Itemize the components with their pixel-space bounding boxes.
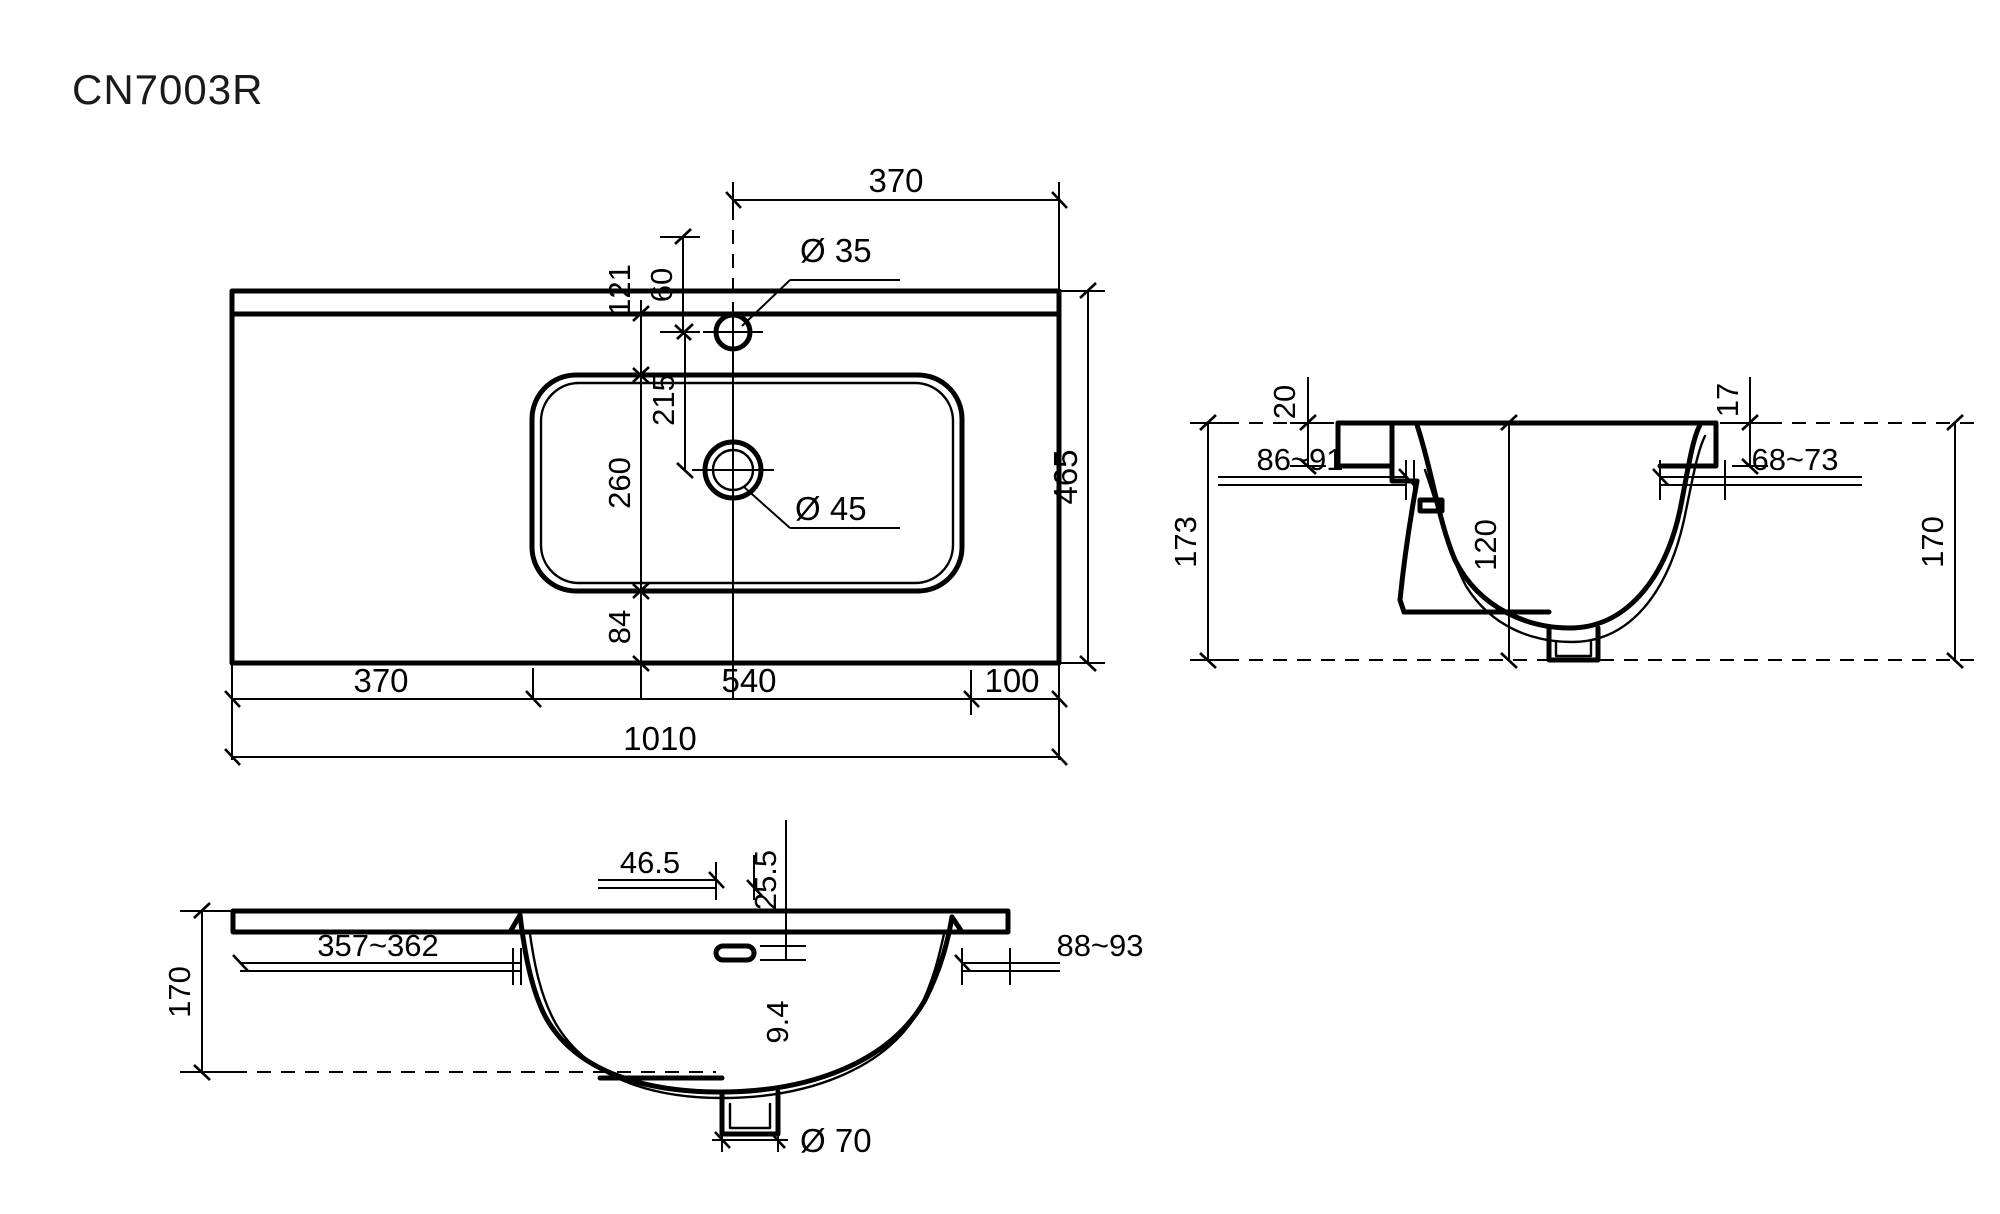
- dim-top-1010: 1010: [623, 720, 696, 757]
- front-section-dimension-lines: 170 357~362 46.5 25.5 9.4: [162, 820, 1144, 1159]
- side-section-geometry: [1335, 420, 1719, 663]
- page-title: CN7003R: [72, 66, 264, 113]
- dim-side-170: 170: [1915, 516, 1950, 568]
- dim-top-370: 370: [868, 162, 923, 199]
- dim-front-357-362: 357~362: [317, 928, 439, 963]
- dim-top-dia-35: Ø 35: [800, 232, 872, 269]
- dim-top-215: 215: [646, 374, 681, 426]
- dim-top-121: 121: [602, 264, 637, 316]
- dim-top-465: 465: [1047, 449, 1084, 504]
- dim-front-25-5: 25.5: [748, 850, 783, 910]
- side-section-dimension-lines: 20 173 86~91 120: [1168, 377, 1980, 669]
- dim-front-46-5: 46.5: [620, 845, 680, 880]
- dim-side-173: 173: [1168, 516, 1203, 568]
- dim-top-seg-540: 540: [721, 662, 776, 699]
- dim-side-17: 17: [1710, 383, 1745, 417]
- dim-top-84: 84: [602, 610, 637, 644]
- dim-side-86-91: 86~91: [1256, 442, 1343, 477]
- dim-side-20: 20: [1267, 385, 1302, 419]
- top-view-geometry: [229, 288, 1062, 666]
- dim-side-120: 120: [1468, 519, 1503, 571]
- dim-top-seg-370: 370: [353, 662, 408, 699]
- dim-front-88-93: 88~93: [1056, 928, 1143, 963]
- dim-front-9-4: 9.4: [760, 1000, 795, 1043]
- dim-top-60: 60: [644, 268, 679, 302]
- dim-front-170: 170: [162, 966, 197, 1018]
- dim-front-dia-70: Ø 70: [800, 1122, 872, 1159]
- top-view-dimension-lines: 370 60 121 215 260: [224, 162, 1105, 766]
- dim-top-260: 260: [602, 457, 637, 509]
- dim-side-68-73: 68~73: [1751, 442, 1838, 477]
- dim-top-dia-45: Ø 45: [795, 490, 867, 527]
- dim-top-seg-100: 100: [984, 662, 1039, 699]
